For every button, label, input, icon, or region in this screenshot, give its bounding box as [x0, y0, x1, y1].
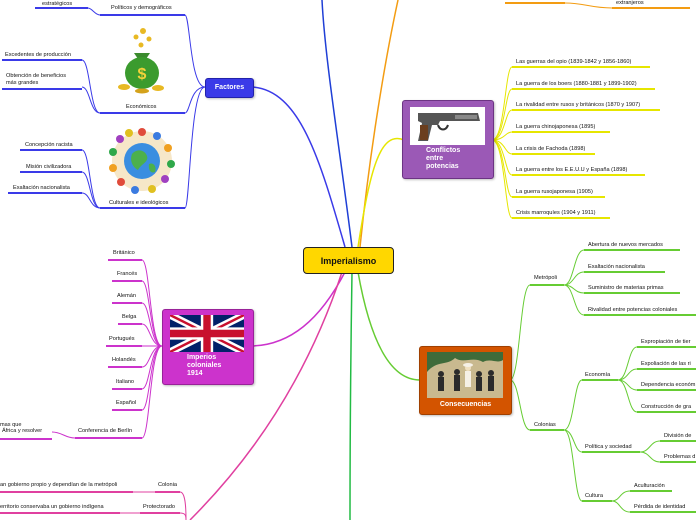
berlin-text-1[interactable]: mas que	[0, 422, 22, 428]
branch-consecuencias	[357, 271, 421, 381]
imperio-italiano[interactable]: Italiano	[116, 379, 135, 385]
economia-item-4[interactable]: Construcción de gra	[641, 404, 692, 410]
imperio-britanico[interactable]: Británico	[113, 250, 135, 256]
economia-item-1[interactable]: Expropiación de tier	[641, 339, 691, 345]
economicos-item-1[interactable]: Excedentes de producción	[5, 52, 71, 58]
conflicto-1[interactable]: Las guerras del opio (1839-1842 y 1856-1…	[516, 59, 632, 65]
extranjeros-text[interactable]: extranjeros	[616, 0, 644, 6]
consecuencias-node[interactable]: Consecuencias	[419, 346, 512, 415]
protectorado-text[interactable]: erritorio conservaba un gobierno indígen…	[0, 504, 104, 510]
branch-imperios	[251, 271, 346, 347]
colonias-label[interactable]: Colonias	[534, 422, 556, 428]
factores-node[interactable]: Factores	[205, 78, 254, 98]
cultura-item-1[interactable]: Aculturación	[634, 483, 665, 489]
imperio-holandes[interactable]: Holandés	[112, 357, 136, 363]
culturales-item-3[interactable]: Exaltación nacionalista	[13, 185, 70, 191]
metropoli-item-2[interactable]: Exaltación nacionalista	[588, 264, 645, 270]
cultura-item-2[interactable]: Pérdida de identidad	[634, 504, 686, 510]
culturales-item-1[interactable]: Concepción racista	[25, 142, 73, 148]
conflicto-4[interactable]: La guerra chinojaponesa (1895)	[516, 124, 596, 130]
branch-top-orange	[359, 0, 399, 248]
colonia-label[interactable]: Colonia	[158, 482, 177, 488]
metropoli-item-3[interactable]: Suministro de materias primas	[588, 285, 664, 291]
economia-item-3[interactable]: Dependencia económ	[641, 382, 696, 388]
conflicto-8[interactable]: Crisis marroquíes (1904 y 1911)	[516, 210, 596, 216]
conflicto-5[interactable]: La crisis de Fachoda (1898)	[516, 146, 586, 152]
politica-item-1[interactable]: División de	[664, 433, 692, 439]
cultura-label[interactable]: Cultura	[585, 493, 604, 499]
imperio-espanol[interactable]: Español	[116, 400, 137, 406]
conflictos-label: Conflictos entre potencias	[426, 147, 461, 170]
central-node[interactable]: Imperialismo	[303, 247, 394, 274]
pistol-image	[410, 107, 485, 145]
economia-item-2[interactable]: Expoliación de las ri	[641, 361, 691, 367]
imperio-aleman[interactable]: Alemán	[117, 293, 136, 299]
imperio-portugues[interactable]: Portugués	[109, 336, 135, 342]
uk-flag-image	[168, 311, 246, 356]
factores-estrategicos[interactable]: estratégicos	[42, 1, 73, 7]
politica-item-2[interactable]: Problemas d	[664, 454, 696, 460]
economicos-item-2[interactable]: Obtención de beneficios más grandes	[6, 73, 67, 86]
money-bag-image: $	[112, 25, 172, 95]
imperios-label: Imperios coloniales 1914	[187, 354, 222, 377]
culturales-item-2[interactable]: Misión civilizadora	[26, 164, 72, 170]
branch-top-blue	[321, 0, 353, 248]
branch-bottom-pink	[189, 271, 343, 520]
factores-politicos[interactable]: Políticos y demográficos	[111, 5, 172, 11]
metropoli-label[interactable]: Metrópoli	[534, 275, 558, 281]
factores-label: Factores	[214, 84, 245, 91]
colonial-scene-image	[427, 352, 503, 398]
conflicto-6[interactable]: La guerra entre los E.E.U.U y España (18…	[516, 167, 628, 173]
svg-text:$: $	[138, 66, 147, 83]
politica-label[interactable]: Política y sociedad	[585, 444, 632, 450]
consecuencias-label: Consecuencias	[439, 401, 492, 408]
branch-bottom-green	[349, 271, 353, 520]
globe-people-image	[105, 124, 179, 198]
imperio-frances[interactable]: Francés	[117, 271, 138, 277]
factores-economicos[interactable]: Económicos	[126, 104, 157, 110]
imperio-belga[interactable]: Belga	[122, 314, 137, 320]
colonia-text[interactable]: an gobierno propio y dependían de la met…	[0, 482, 118, 488]
imperios-node[interactable]: Imperios coloniales 1914	[162, 309, 254, 385]
conflicto-3[interactable]: La rivalidad entre rusos y británicos (1…	[516, 102, 641, 108]
factores-culturales[interactable]: Culturales e ideológicos	[109, 200, 169, 206]
metropoli-item-1[interactable]: Abertura de nuevos mercados	[588, 242, 663, 248]
conflicto-2[interactable]: La guerra de los boers (1880-1881 y 1899…	[516, 81, 637, 87]
conferencia-berlin[interactable]: Conferencia de Berlín	[78, 428, 133, 434]
protectorado-label[interactable]: Protectorado	[143, 504, 176, 510]
conflictos-node[interactable]: Conflictos entre potencias	[402, 100, 494, 179]
branch-conflictos	[357, 137, 405, 248]
metropoli-item-4[interactable]: Rivalidad entre potencias coloniales	[588, 307, 678, 313]
economia-label[interactable]: Economía	[585, 372, 611, 378]
branch-factores	[251, 86, 346, 248]
berlin-text-2[interactable]: África y resolver	[2, 428, 43, 434]
conflicto-7[interactable]: La guerra rusojaponesa (1905)	[516, 189, 593, 195]
